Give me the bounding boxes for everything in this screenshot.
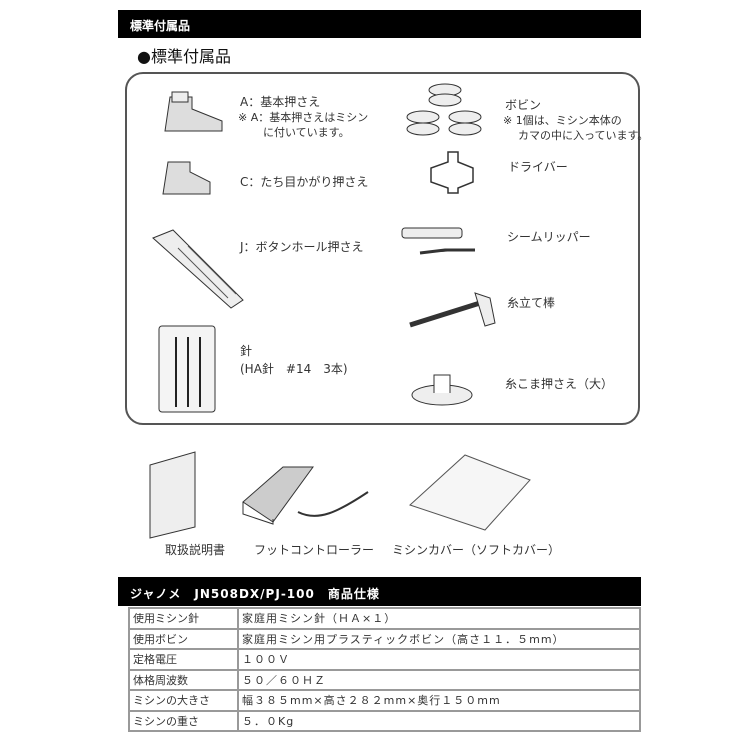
spec-label: ミシンの重さ bbox=[128, 709, 239, 732]
item-needle-label: 針 bbox=[240, 344, 253, 358]
spec-value: 家庭用ミシン用プラスティックボビン（高さ１１．５mm） bbox=[237, 627, 641, 650]
item-screwdriver-label: ドライバー bbox=[508, 160, 568, 174]
table-row: ミシンの大きさ幅３８５mm×高さ２８２mm×奥行１５０mm bbox=[128, 689, 641, 712]
foot-controller-icon bbox=[242, 466, 369, 525]
extra-foot-controller-label: フットコントローラー bbox=[254, 543, 375, 557]
spec-label: 使用ボビン bbox=[128, 627, 239, 650]
accessories-title: ●標準付属品 bbox=[137, 47, 231, 66]
machine-cover-icon bbox=[409, 454, 531, 531]
item-c-label: C：たち目かがり押さえ bbox=[240, 175, 369, 189]
specs-title: ジャノメ JN508DX/PJ-100 商品仕様 bbox=[130, 587, 380, 601]
item-seam-ripper-label: シームリッパー bbox=[507, 230, 591, 244]
spec-value: ５０／６０ＨＺ bbox=[237, 668, 641, 691]
extra-cover-label: ミシンカバー（ソフトカバー） bbox=[392, 543, 561, 557]
manual-icon bbox=[149, 451, 196, 539]
specs-table: 使用ミシン針家庭用ミシン針（ＨＡ×１） 使用ボビン家庭用ミシン用プラスティックボ… bbox=[128, 607, 641, 732]
spool-cap-icon bbox=[411, 374, 473, 406]
spec-value: ５．０Kg bbox=[237, 709, 641, 732]
spec-label: 使用ミシン針 bbox=[128, 607, 239, 630]
item-bobbin-label: ボビン bbox=[505, 98, 542, 112]
item-spool-cap-label: 糸こま押さえ（大） bbox=[505, 377, 614, 391]
spec-label: ミシンの大きさ bbox=[128, 689, 239, 712]
screwdriver-icon bbox=[430, 151, 474, 194]
buttonhole-foot-icon bbox=[152, 229, 244, 309]
table-row: 使用ボビン家庭用ミシン用プラスティックボビン（高さ１１．５mm） bbox=[128, 627, 641, 650]
item-needle-note: (HA針 #14 3本) bbox=[240, 362, 348, 376]
spec-label: 体格周波数 bbox=[128, 668, 239, 691]
needles-icon bbox=[158, 325, 216, 413]
bobbins-icon bbox=[406, 83, 482, 136]
item-a-label: A：基本押さえ bbox=[240, 95, 321, 109]
item-bobbin-note: ※ 1個は、ミシン本体の bbox=[503, 114, 622, 127]
seam-ripper-icon bbox=[401, 227, 475, 255]
spec-label: 定格電圧 bbox=[128, 648, 239, 671]
table-row: 使用ミシン針家庭用ミシン針（ＨＡ×１） bbox=[128, 607, 641, 630]
item-j-label: J：ボタンホール押さえ bbox=[240, 240, 364, 254]
section-header-bar: 標準付属品 bbox=[118, 10, 641, 38]
accessories-box bbox=[125, 72, 640, 425]
item-bobbin-note2: カマの中に入っています。 bbox=[518, 129, 649, 142]
extra-manual-label: 取扱説明書 bbox=[165, 543, 226, 557]
spec-value: １００Ｖ bbox=[237, 648, 641, 671]
spec-value: 幅３８５mm×高さ２８２mm×奥行１５０mm bbox=[237, 689, 641, 712]
spool-pin-icon bbox=[409, 292, 496, 328]
item-spool-pin-label: 糸立て棒 bbox=[507, 296, 556, 310]
section-header-title: 標準付属品 bbox=[130, 19, 191, 33]
presser-foot-a-icon bbox=[164, 91, 223, 132]
item-a-note: ※ A：基本押さえはミシン bbox=[238, 111, 369, 124]
specs-header-bar: ジャノメ JN508DX/PJ-100 商品仕様 bbox=[118, 577, 641, 606]
spec-value: 家庭用ミシン針（ＨＡ×１） bbox=[237, 607, 641, 630]
presser-foot-c-icon bbox=[162, 161, 211, 195]
item-a-note2: に付いています。 bbox=[263, 126, 350, 139]
